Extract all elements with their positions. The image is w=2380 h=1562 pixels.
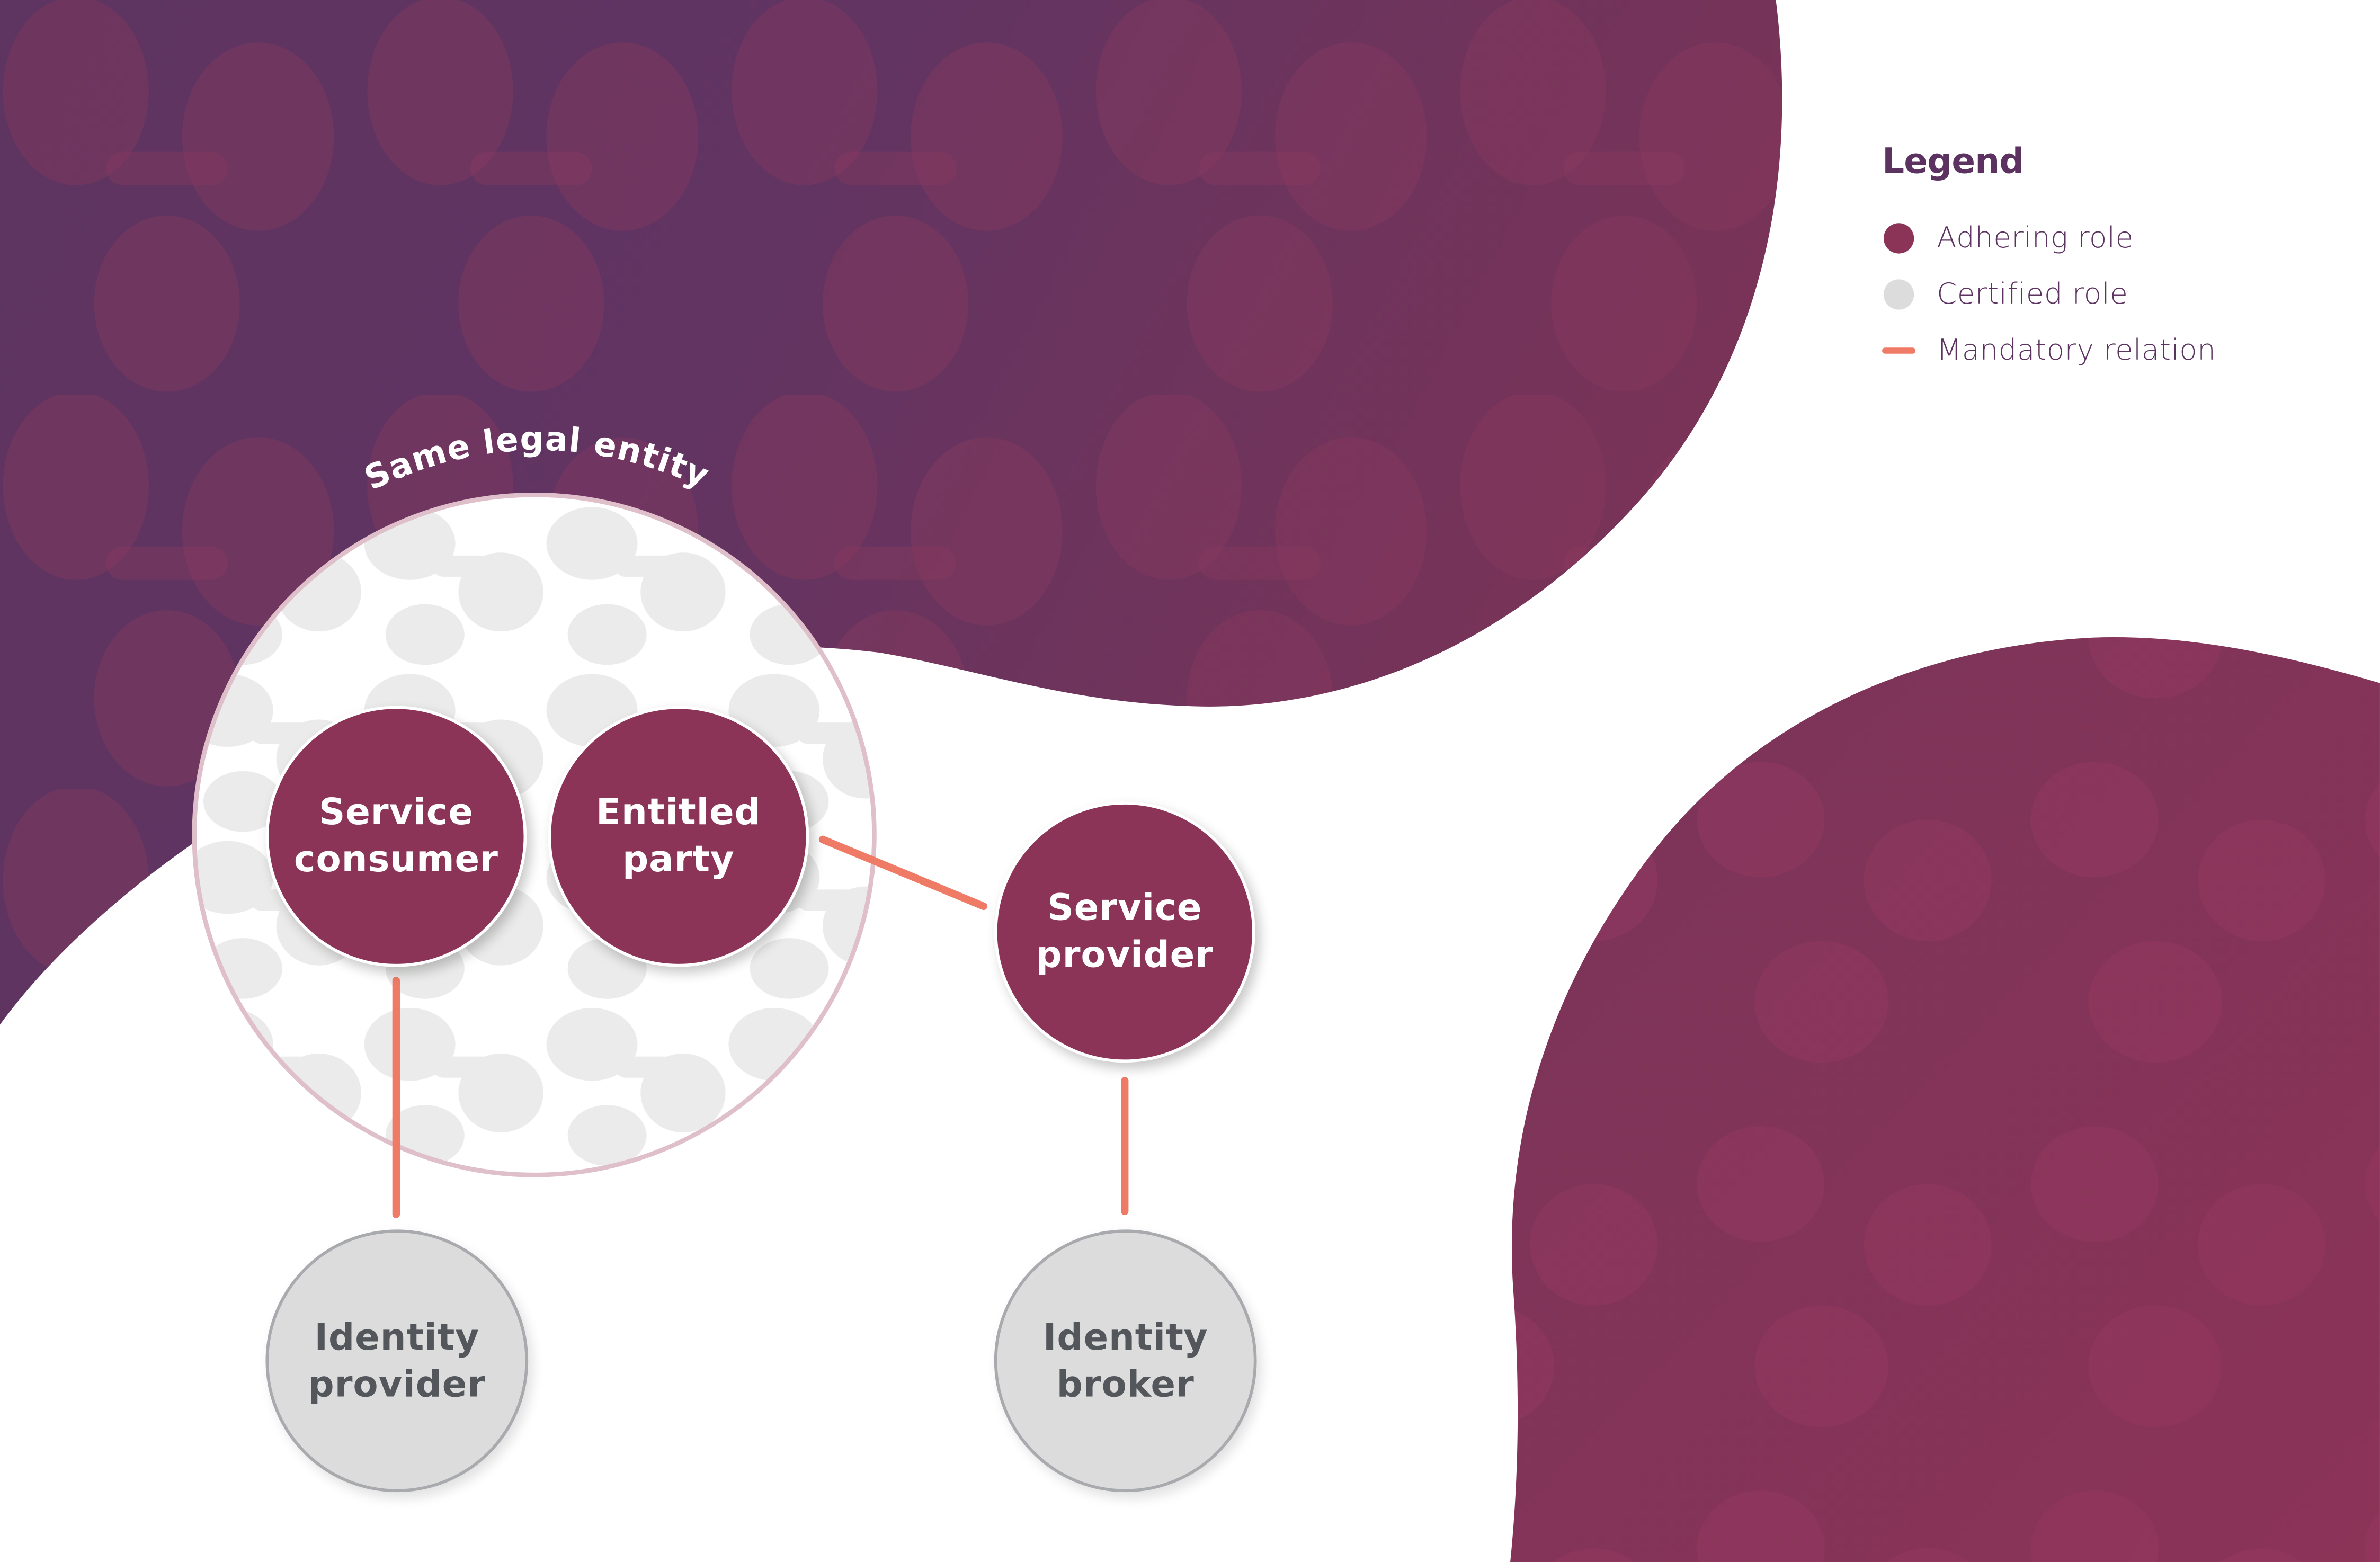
legend-item-adhering-role: Adhering role: [1882, 209, 2216, 265]
legal-entity-group-circle: [192, 492, 877, 1177]
node-identity-provider[interactable]: Identity provider: [265, 1229, 529, 1493]
legend: Legend Adhering role Certified role Mand…: [1882, 142, 2216, 378]
node-label: broker: [1056, 1362, 1195, 1405]
node-label: provider: [1036, 933, 1214, 976]
adhering-role-circle-icon: [1883, 222, 1914, 253]
node-identity-broker[interactable]: Identity broker: [994, 1229, 1257, 1493]
node-label: consumer: [293, 837, 498, 881]
legend-item-certified-role: Certified role: [1882, 266, 2216, 322]
node-label: party: [622, 837, 735, 881]
node-service-consumer[interactable]: Service consumer: [265, 706, 527, 967]
node-label: Service: [318, 791, 474, 834]
node-label: provider: [308, 1362, 486, 1405]
node-label: Service: [1047, 886, 1202, 929]
relation-entitled-party-service-provider: [818, 835, 987, 911]
legend-label: Mandatory relation: [1937, 333, 2216, 367]
node-label: Identity: [1042, 1315, 1208, 1358]
legend-item-mandatory-relation: Mandatory relation: [1882, 322, 2216, 378]
node-service-provider[interactable]: Service provider: [994, 801, 1255, 1063]
mandatory-relation-line-icon: [1882, 346, 1916, 353]
node-entitled-party[interactable]: Entitled party: [548, 706, 809, 967]
certified-role-circle-icon: [1883, 278, 1914, 309]
legend-label: Adhering role: [1937, 220, 2134, 255]
legend-title: Legend: [1882, 142, 2024, 182]
node-label: Identity: [314, 1315, 480, 1358]
legend-label: Certified role: [1937, 277, 2128, 311]
node-label: Entitled: [596, 791, 761, 834]
